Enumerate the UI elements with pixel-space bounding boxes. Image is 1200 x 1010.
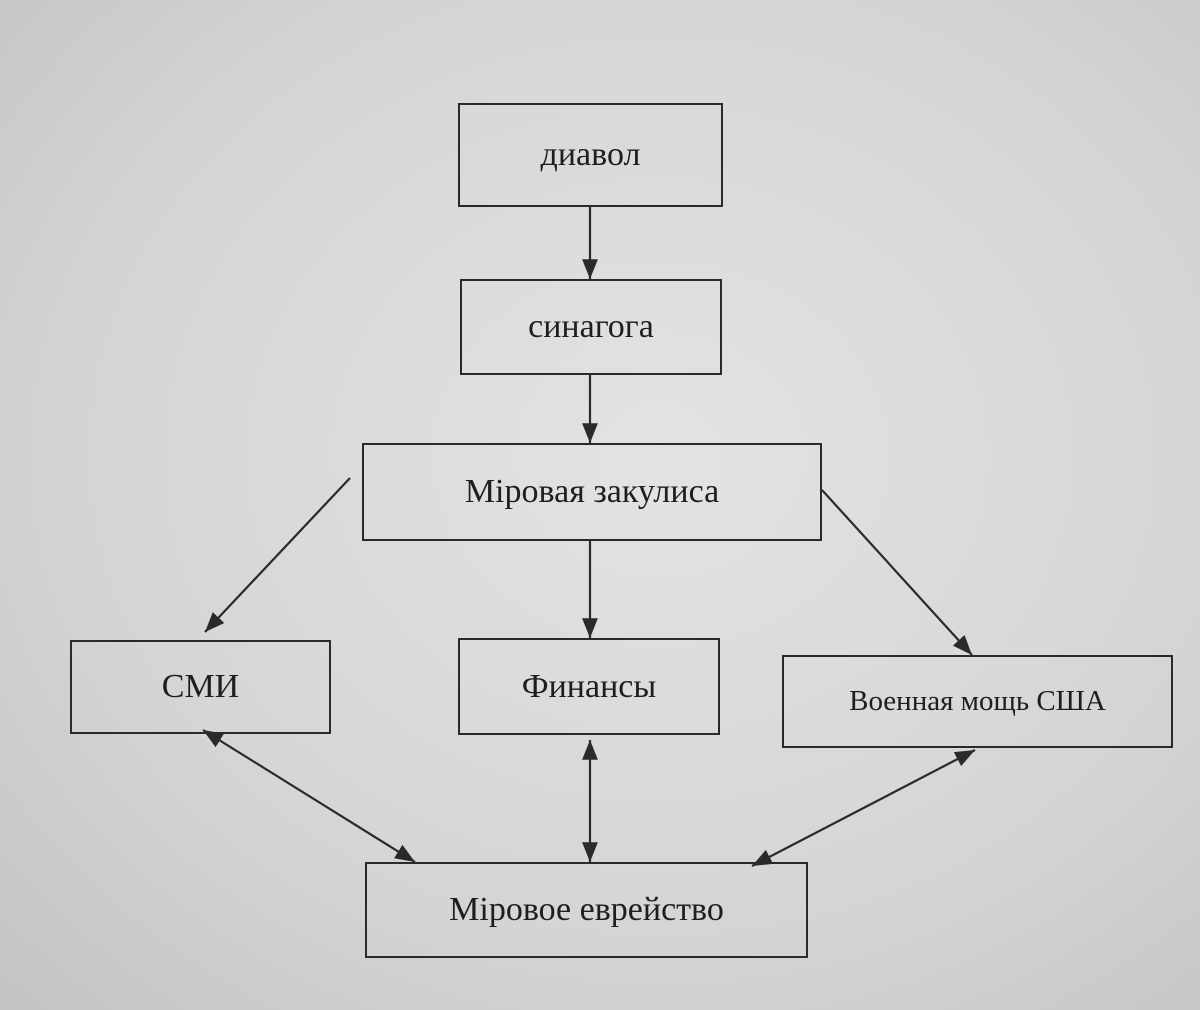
node-world-jewry: Міровое еврейство bbox=[365, 862, 808, 958]
node-media: СМИ bbox=[70, 640, 331, 734]
arrow-media-jewry bbox=[202, 729, 416, 863]
node-label: диавол bbox=[540, 136, 641, 173]
node-label: Военная мощь США bbox=[849, 685, 1106, 717]
arrow-military-jewry bbox=[751, 749, 976, 867]
node-label: Финансы bbox=[521, 667, 657, 705]
node-label: синагога bbox=[528, 308, 654, 345]
node-finance: Финансы bbox=[458, 638, 720, 735]
node-world-backstage: Міровая закулиса bbox=[362, 443, 822, 541]
node-us-military: Военная мощь США bbox=[782, 655, 1173, 748]
node-label: СМИ bbox=[161, 668, 240, 705]
arrow-backstage-media bbox=[204, 477, 351, 633]
node-label: Міровая закулиса bbox=[464, 473, 720, 510]
node-label: Міровое еврейство bbox=[449, 891, 724, 928]
arrow-backstage-military bbox=[821, 489, 973, 656]
node-devil: диавол bbox=[458, 103, 723, 207]
node-synagogue: синагога bbox=[460, 279, 722, 375]
